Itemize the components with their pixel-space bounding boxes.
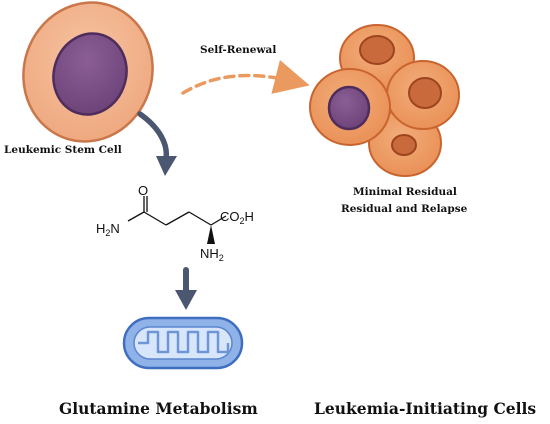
mito-cristae <box>138 330 230 354</box>
amine-group: NH2 <box>200 246 224 263</box>
carboxyl-group: CO2H <box>220 209 254 226</box>
leukemic-stem-cell <box>22 1 154 143</box>
mitochondrion <box>122 316 244 370</box>
mrd-label-line2: Residual and Relapse <box>341 203 468 215</box>
leukemia-initiating-label: Leukemia-Initiating Cells <box>314 399 537 418</box>
amide-group: H2N <box>96 221 120 238</box>
oxygen-atom: O <box>138 183 148 198</box>
stem-cell-nucleus <box>52 32 128 116</box>
mrd-label-line1: Minimal Residual <box>353 186 457 198</box>
cluster-cell-left <box>309 68 391 146</box>
glutamine-to-mito-arrow <box>175 267 197 310</box>
stem-cell-label: Leukemic Stem Cell <box>4 144 122 156</box>
cell-cluster <box>309 24 460 177</box>
stem-to-glutamine-arrow <box>137 111 177 176</box>
cluster-cell-right <box>386 60 460 130</box>
self-renewal-arrow <box>181 59 310 95</box>
self-renewal-label: Self-Renewal <box>200 44 277 56</box>
glutamine-structure <box>127 196 227 244</box>
glutamine-metabolism-label: Glutamine Metabolism <box>59 399 258 418</box>
